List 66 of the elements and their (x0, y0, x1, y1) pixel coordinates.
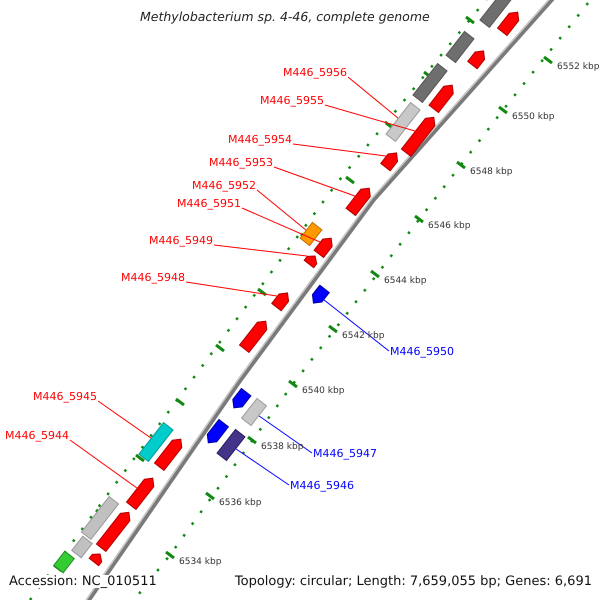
gene-label: M446_5950 (390, 346, 454, 357)
leader-line (256, 190, 306, 230)
tick-label: 6552 kbp (557, 63, 600, 72)
gene-pointer (126, 478, 154, 510)
leader-line (292, 144, 386, 156)
gene-block (445, 30, 475, 64)
gene-pointer (496, 12, 520, 36)
gene-block (412, 62, 448, 104)
gene-label: M446_5955 (260, 95, 324, 106)
gene-pointer (206, 418, 230, 444)
gene-block (240, 398, 268, 426)
tick-label: 6536 kbp (219, 499, 262, 508)
leader-line (324, 104, 416, 132)
tick-label: 6550 kbp (512, 113, 554, 122)
gene-pointer (96, 512, 130, 552)
tick-label: 6548 kbp (470, 168, 512, 177)
gene-pointer (232, 388, 252, 408)
tick-label: 6538 kbp (261, 443, 304, 452)
gene-pointer (154, 438, 182, 472)
leader-line (258, 416, 312, 454)
leader-line (236, 448, 290, 486)
gene-label: M446_5944 (5, 430, 69, 441)
gene-pointer (271, 292, 290, 312)
gene-label: M446_5951 (177, 198, 241, 209)
accession-text: Accession: NC_010511 (9, 575, 157, 588)
gene-label: M446_5946 (290, 480, 354, 491)
gene-label: M446_5949 (149, 235, 213, 246)
gene-block (216, 428, 246, 462)
tick-label: 6546 kbp (428, 222, 470, 231)
gene-label: M446_5956 (283, 67, 347, 78)
gene-label: M446_5945 (33, 391, 97, 402)
gene-label: M446_5954 (228, 134, 292, 145)
gene-pointer (88, 554, 102, 566)
gene-block (385, 102, 421, 142)
gene-label: M446_5948 (121, 272, 185, 283)
tick-label: 6542 kbp (342, 332, 384, 341)
leader-line (214, 244, 308, 256)
gene-block (80, 496, 120, 540)
gene-label: M446_5952 (192, 180, 256, 191)
gene-label: M446_5953 (209, 157, 273, 168)
gene-pointer (400, 116, 436, 158)
leader-line (324, 300, 390, 352)
leader-line (70, 440, 138, 488)
gene-pointer (238, 320, 268, 354)
gene-block (53, 550, 75, 574)
gene-block (71, 536, 93, 558)
gene-block (138, 422, 174, 462)
gene-label: M446_5947 (313, 448, 377, 459)
genome-info-text: Topology: circular; Length: 7,659,055 bp; Genes: 6,691 (234, 575, 592, 588)
gene-pointer (304, 256, 318, 268)
gene-pointer (428, 84, 454, 114)
leader-line (98, 400, 152, 438)
tick-label: 6540 kbp (302, 387, 344, 396)
leader-line (348, 76, 398, 118)
tick-label: 6544 kbp (384, 277, 426, 286)
gene-pointer (380, 152, 398, 172)
gene-pointer (345, 188, 371, 216)
gene-pointer (467, 50, 486, 70)
leader-line (186, 282, 278, 296)
map-title: Methylobacterium sp. 4-46, complete genome (140, 11, 430, 24)
leader-line (242, 208, 320, 242)
gene-pointer (313, 238, 333, 258)
gene-block (299, 222, 323, 246)
gene-pointer (312, 284, 330, 304)
leader-line (274, 166, 356, 196)
tick-label: 6534 kbp (179, 558, 222, 567)
